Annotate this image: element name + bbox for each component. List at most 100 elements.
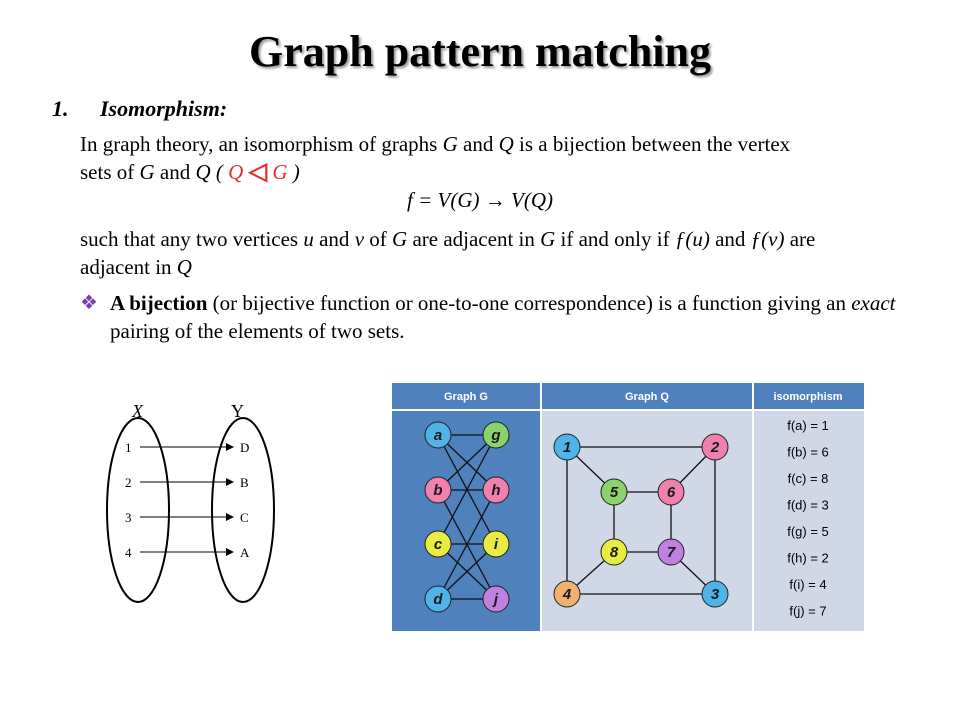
graph-g-node-label: c — [434, 536, 443, 553]
graph-g-node — [424, 530, 452, 558]
graph-g-node-label: h — [491, 482, 500, 499]
isomorphism-mapping: f(d) = 3 — [787, 498, 829, 513]
graph-q-node-label: 5 — [610, 484, 619, 501]
bijection-bullet: ❖ A bijection (or bijective function or … — [80, 289, 925, 345]
graph-g-node-label: i — [494, 536, 499, 553]
isomorphism-cell — [754, 411, 864, 631]
graph-g-cell — [392, 411, 540, 631]
intro-suffix: is a bijection between the vertex — [513, 132, 791, 156]
graph-q-node — [553, 433, 581, 461]
graph-g-node-label: g — [490, 427, 500, 444]
cond-u: u — [303, 227, 314, 251]
graph-q-node — [600, 538, 628, 566]
subgraph-relation-icon: ◁ — [248, 159, 268, 185]
relation-q: Q — [228, 160, 244, 184]
cond-line2-q: Q — [176, 255, 192, 279]
intro-and: and — [457, 132, 499, 156]
intro-line2-q: Q — [195, 160, 211, 184]
set-y-ellipse — [211, 417, 275, 603]
graph-q-node-label: 4 — [562, 586, 572, 603]
slide-title: Graph pattern matching — [249, 27, 711, 76]
isomorphism-mapping: f(h) = 2 — [787, 551, 829, 566]
intro-line2-and: and — [154, 160, 196, 184]
bullet-text: (or bijective function or one-to-one cor… — [207, 291, 852, 315]
graph-q-node-label: 2 — [710, 439, 720, 456]
graph-q-node-label: 3 — [711, 586, 720, 603]
cond-iff: if and only if — [555, 227, 675, 251]
set-y-label: Y — [231, 401, 244, 421]
y-element: D — [240, 440, 249, 455]
graph-g-node — [424, 476, 452, 504]
bullet-bold: A bijection — [110, 291, 208, 315]
graph-q-node — [701, 580, 729, 608]
x-element: 1 — [125, 440, 132, 455]
graph-q-node — [553, 580, 581, 608]
graph-q-node-label: 6 — [667, 484, 676, 501]
y-element: C — [240, 510, 249, 525]
graph-g-node-label: d — [433, 591, 443, 608]
cond-fu: ƒ(u) — [674, 227, 710, 251]
isomorphism-mapping: f(b) = 6 — [787, 445, 829, 460]
cond-fv: ƒ(v) — [750, 227, 785, 251]
cond-of: of — [364, 227, 393, 251]
graph-q-edges — [566, 446, 716, 595]
header-isomorphism: isomorphism — [773, 391, 842, 403]
bullet-text-end: pairing of the elements of two sets. — [110, 319, 405, 343]
cond-are: are — [784, 227, 816, 251]
cond-text: such that any two vertices — [80, 227, 304, 251]
y-element: A — [240, 545, 250, 560]
set-x-label: X — [131, 401, 144, 421]
cond-line2: adjacent in — [80, 255, 177, 279]
section-heading: 1. Isomorphism: — [52, 96, 227, 122]
graph-q-node-label: 7 — [667, 544, 676, 561]
graph-g-node-label: a — [434, 427, 442, 444]
cond-v: v — [354, 227, 365, 251]
relation-g: G — [272, 160, 288, 184]
graph-q-node — [701, 433, 729, 461]
table-header-row — [392, 383, 864, 409]
graph-q-node — [657, 538, 685, 566]
intro-line2-g: G — [139, 160, 155, 184]
diamond-bullet-icon: ❖ — [80, 292, 98, 314]
intro-paragraph: In graph theory, an isomorphism of graph… — [80, 130, 925, 186]
cond-adjacent: are adjacent in — [407, 227, 541, 251]
graph-g-node — [482, 530, 510, 558]
graph-g-node-label: b — [433, 482, 442, 499]
cond-and: and — [313, 227, 355, 251]
bullet-exact: exact — [851, 291, 896, 315]
isomorphism-mapping: f(a) = 1 — [787, 418, 829, 433]
isomorphism-mapping: f(g) = 5 — [787, 524, 829, 539]
graph-g-node — [424, 585, 452, 613]
cond-and2: and — [709, 227, 751, 251]
x-element: 4 — [125, 545, 132, 560]
section-title: Isomorphism: — [100, 96, 228, 121]
graph-g-node — [424, 421, 452, 449]
graph-g-node — [482, 421, 510, 449]
x-element: 2 — [125, 475, 132, 490]
paren-open: ( — [210, 160, 229, 184]
bijection-formula: f = V(G) → V(Q) — [407, 188, 553, 212]
graph-q-node — [657, 478, 685, 506]
graph-q-node-label: 1 — [563, 439, 571, 456]
x-element: 3 — [125, 510, 132, 525]
set-x-ellipse — [106, 417, 170, 603]
header-graph-q: Graph Q — [625, 391, 669, 403]
graph-q-node-label: 8 — [610, 544, 619, 561]
graph-q-node — [600, 478, 628, 506]
intro-g: G — [442, 132, 458, 156]
intro-line2: sets of — [80, 160, 140, 184]
condition-paragraph: such that any two vertices u and v of G … — [80, 225, 925, 281]
intro-q: Q — [498, 132, 514, 156]
paren-close: ) — [287, 160, 300, 184]
isomorphism-mapping: f(j) = 7 — [789, 604, 826, 619]
y-element: B — [240, 475, 249, 490]
graph-g-node — [482, 476, 510, 504]
isomorphism-mapping: f(c) = 8 — [788, 471, 829, 486]
cond-g: G — [392, 227, 408, 251]
section-number: 1. — [52, 96, 69, 121]
header-graph-g: Graph G — [444, 391, 488, 403]
mapping-diagram: X Y 1 D 2 B 3 C 4 A — [106, 401, 275, 603]
isomorphism-mapping: f(i) = 4 — [789, 577, 826, 592]
intro-text: In graph theory, an isomorphism of graph… — [80, 132, 443, 156]
